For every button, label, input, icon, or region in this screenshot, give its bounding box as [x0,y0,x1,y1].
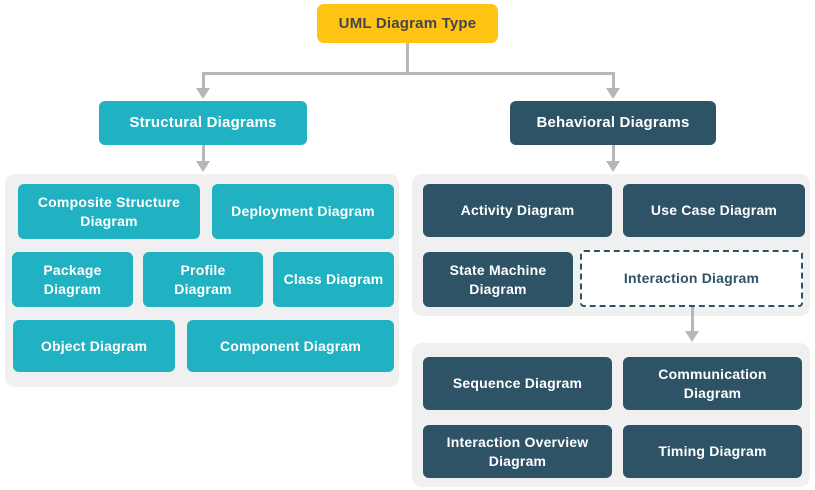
connector-behavioral-group [612,145,615,162]
node-timing-diagram: Timing Diagram [623,425,802,478]
connector-root-stem [406,43,409,74]
node-object-diagram: Object Diagram [13,320,175,372]
node-component-diagram: Component Diagram [187,320,394,372]
node-composite-structure-diagram: Composite Structure Diagram [18,184,200,239]
node-profile-diagram: Profile Diagram [143,252,263,307]
connector-behavioral-drop [612,72,615,89]
node-behavioral-diagrams: Behavioral Diagrams [510,101,716,145]
node-sequence-diagram: Sequence Diagram [423,357,612,410]
node-structural-diagrams: Structural Diagrams [99,101,307,145]
node-interaction-diagram: Interaction Diagram [580,250,803,307]
connector-interaction-group [691,307,694,332]
connector-structural-drop [202,72,205,89]
connector-structural-group [202,145,205,162]
node-use-case-diagram: Use Case Diagram [623,184,805,237]
node-uml-diagram-type: UML Diagram Type [317,4,498,43]
arrowhead-structural [196,88,210,99]
arrowhead-behavioral-group [606,161,620,172]
node-class-diagram: Class Diagram [273,252,394,307]
arrowhead-interaction-group [685,331,699,342]
node-package-diagram: Package Diagram [12,252,133,307]
connector-branch-bar [202,72,615,75]
node-communication-diagram: Communication Diagram [623,357,802,410]
node-activity-diagram: Activity Diagram [423,184,612,237]
node-deployment-diagram: Deployment Diagram [212,184,394,239]
arrowhead-behavioral [606,88,620,99]
node-interaction-overview-diagram: Interaction Overview Diagram [423,425,612,478]
node-state-machine-diagram: State Machine Diagram [423,252,573,307]
arrowhead-structural-group [196,161,210,172]
